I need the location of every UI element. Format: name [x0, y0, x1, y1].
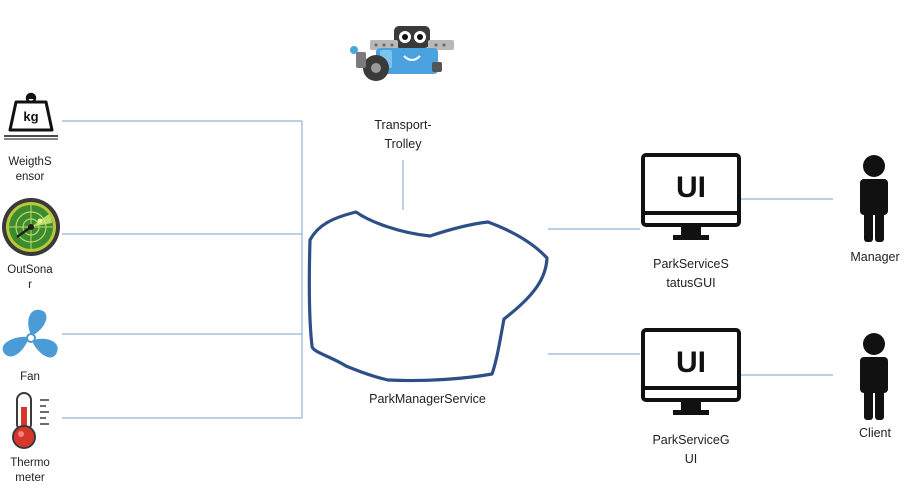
thermometer-label: Thermo meter [2, 456, 58, 486]
gui-screen-text: UI [676, 346, 706, 379]
client-label: Client [859, 426, 891, 440]
transport-trolley-label-line-2: Trolley [384, 137, 422, 151]
monitor-status-gui-icon [641, 153, 741, 240]
gui-label: ParkServiceG UI [640, 431, 742, 469]
manager-person-icon [860, 155, 888, 242]
thermometer-icon [12, 392, 49, 449]
robot-trolley-icon [350, 26, 454, 81]
park-manager-service-label: ParkManagerService [369, 392, 486, 406]
gui-label-line-1: ParkServiceG [652, 433, 730, 447]
client-person-icon [860, 333, 888, 420]
radar-icon [2, 198, 60, 256]
thermometer-label-line-2: meter [15, 472, 45, 484]
status-gui-screen-text: UI [676, 171, 706, 204]
weight-sensor-label-line-1: WeigthS [8, 156, 52, 168]
gui-label-line-2: UI [684, 452, 698, 466]
manager-label: Manager [850, 250, 900, 264]
park-manager-service-cloud [307, 210, 549, 383]
weight-sensor-label-line-2: ensor [15, 171, 45, 183]
monitor-gui-icon [641, 328, 741, 415]
weight-sensor-label: WeigthS ensor [2, 155, 58, 185]
outsonar-label-line-1: OutSona [7, 264, 53, 276]
connector-lines [62, 120, 833, 419]
outsonar-label-line-2: r [28, 279, 32, 291]
svg-text:kg: kg [23, 109, 38, 124]
weight-scale-icon: kg [4, 92, 58, 140]
status-gui-label: ParkServiceS tatusGUI [640, 255, 742, 293]
thermometer-label-line-1: Thermo [10, 457, 50, 469]
status-gui-label-line-2: tatusGUI [666, 276, 716, 290]
fan-icon [2, 309, 58, 358]
status-gui-label-line-1: ParkServiceS [653, 257, 729, 271]
outsonar-label: OutSona r [2, 263, 58, 293]
transport-trolley-label-line-1: Transport- [374, 118, 432, 132]
fan-label: Fan [2, 370, 58, 385]
fan-label-line-1: Fan [20, 371, 40, 383]
transport-trolley-label: Transport- Trolley [353, 116, 453, 154]
